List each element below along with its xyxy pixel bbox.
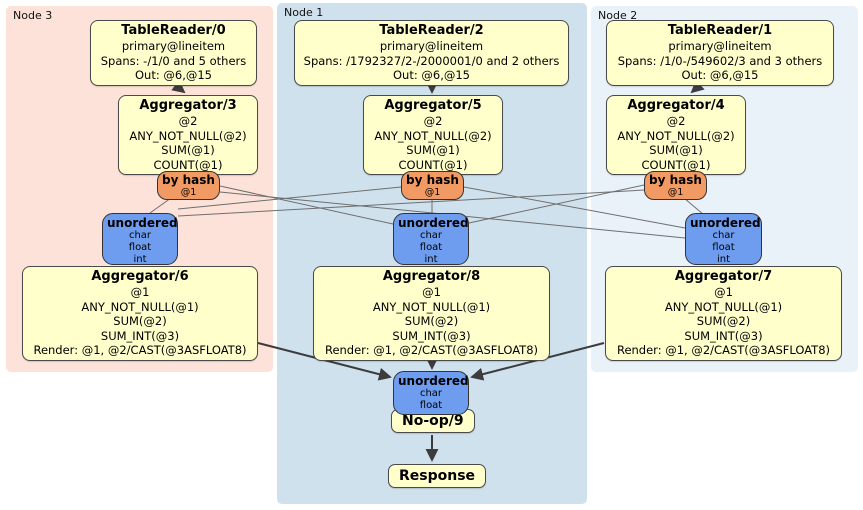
processor-title: TableReader/0	[121, 23, 226, 38]
processor-title: TableReader/2	[379, 23, 484, 38]
hash-router-node2: by hash @1	[644, 171, 707, 200]
processor-title: Aggregator/5	[384, 98, 482, 113]
processor-detail: SUM(@1)	[406, 143, 460, 157]
aggregator-7-box: Aggregator/7 @1 ANY_NOT_NULL(@1) SUM(@2)…	[605, 266, 842, 361]
hash-router-node3: by hash @1	[157, 171, 220, 200]
sync-detail: int	[133, 254, 147, 265]
router-title: by hash	[649, 173, 702, 187]
processor-detail: SUM(@2)	[113, 314, 167, 328]
table-reader-2-box: TableReader/2 primary@lineitem Spans: /1…	[294, 20, 569, 86]
processor-detail: ANY_NOT_NULL(@1)	[372, 299, 491, 314]
response-box: Response	[388, 464, 487, 488]
unordered-sync-node2: unordered char float int	[685, 213, 762, 265]
sync-detail: char	[419, 388, 443, 399]
table-reader-0-box: TableReader/0 primary@lineitem Spans: -/…	[90, 20, 257, 86]
processor-detail: SUM_INT(@3)	[684, 328, 763, 343]
router-title: by hash	[406, 173, 459, 187]
sync-title: unordered	[107, 216, 178, 230]
processor-detail: @2	[666, 114, 686, 128]
unordered-sync-final: unordered char float	[393, 371, 469, 415]
processor-detail: primary@lineitem	[121, 39, 226, 53]
node-3-label: Node 3	[13, 9, 53, 22]
processor-detail: SUM(@2)	[696, 314, 751, 328]
aggregator-5-box: Aggregator/5 @2 ANY_NOT_NULL(@2) SUM(@1)…	[363, 95, 503, 175]
sync-detail: float	[419, 242, 443, 253]
router-title: by hash	[162, 173, 215, 187]
processor-detail: Spans: -/1/0 and 5 others	[100, 53, 247, 68]
processor-detail: primary@lineitem	[379, 39, 484, 53]
sync-title: unordered	[690, 216, 761, 230]
processor-detail: Out: @6,@15	[681, 68, 759, 82]
processor-detail: Render: @1, @2/CAST(@3ASFLOAT8)	[33, 343, 247, 357]
processor-detail: Out: @6,@15	[135, 68, 212, 82]
aggregator-8-box: Aggregator/8 @1 ANY_NOT_NULL(@1) SUM(@2)…	[313, 266, 550, 361]
processor-title: Response	[399, 468, 476, 484]
processor-detail: COUNT(@1)	[153, 157, 223, 172]
node-1-label: Node 1	[284, 6, 324, 19]
processor-detail: ANY_NOT_NULL(@1)	[664, 299, 783, 314]
processor-detail: SUM_INT(@3)	[100, 328, 180, 343]
router-detail: @1	[424, 187, 441, 198]
unordered-sync-node1: unordered char float int	[393, 213, 469, 265]
processor-detail: Spans: /1792327/2-/2000001/0 and 2 other…	[303, 53, 560, 68]
processor-detail: SUM(@2)	[404, 314, 459, 328]
aggregator-6-box: Aggregator/6 @1 ANY_NOT_NULL(@1) SUM(@2)…	[22, 266, 258, 361]
sync-title: unordered	[398, 216, 469, 230]
processor-detail: @1	[714, 285, 733, 299]
processor-detail: primary@lineitem	[668, 39, 772, 53]
processor-detail: Render: @1, @2/CAST(@3ASFLOAT8)	[324, 343, 539, 357]
sync-detail: int	[424, 254, 438, 265]
processor-title: Aggregator/6	[91, 269, 189, 284]
processor-detail: SUM(@1)	[161, 143, 215, 157]
sync-detail: float	[419, 400, 443, 411]
processor-title: TableReader/1	[667, 23, 773, 38]
processor-detail: @2	[178, 114, 198, 128]
processor-detail: ANY_NOT_NULL(@2)	[374, 128, 492, 143]
processor-detail: ANY_NOT_NULL(@1)	[81, 299, 199, 314]
sync-title: unordered	[398, 374, 469, 388]
processor-detail: @2	[423, 114, 443, 128]
processor-detail: SUM(@1)	[649, 143, 703, 157]
processor-title: Aggregator/8	[382, 269, 481, 284]
sync-detail: float	[128, 242, 152, 253]
aggregator-3-box: Aggregator/3 @2 ANY_NOT_NULL(@2) SUM(@1)…	[118, 95, 258, 175]
aggregator-4-box: Aggregator/4 @2 ANY_NOT_NULL(@2) SUM(@1)…	[606, 95, 746, 175]
processor-title: Aggregator/4	[627, 98, 725, 113]
node-2-label: Node 2	[598, 9, 638, 22]
processor-detail: COUNT(@1)	[398, 157, 468, 172]
processor-detail: @1	[422, 285, 441, 299]
processor-detail: SUM_INT(@3)	[392, 328, 471, 343]
processor-detail: @1	[130, 285, 150, 299]
processor-title: Aggregator/7	[674, 269, 773, 284]
sync-detail: char	[419, 230, 443, 241]
processor-detail: Spans: /1/0-/549602/3 and 3 others	[617, 53, 823, 68]
table-reader-1-box: TableReader/1 primary@lineitem Spans: /1…	[606, 20, 834, 86]
processor-title: No-op/9	[402, 413, 464, 429]
sync-detail: char	[712, 230, 735, 241]
sync-detail: float	[712, 242, 735, 253]
processor-detail: COUNT(@1)	[641, 157, 711, 172]
processor-detail: ANY_NOT_NULL(@2)	[617, 128, 735, 143]
sync-detail: char	[128, 230, 152, 241]
sync-detail: int	[716, 254, 731, 265]
router-detail: @1	[667, 187, 684, 198]
processor-detail: ANY_NOT_NULL(@2)	[129, 128, 247, 143]
hash-router-node1: by hash @1	[401, 171, 464, 200]
router-detail: @1	[180, 187, 197, 198]
processor-detail: Render: @1, @2/CAST(@3ASFLOAT8)	[616, 343, 831, 357]
processor-detail: Out: @6,@15	[393, 68, 470, 82]
unordered-sync-node3: unordered char float int	[102, 213, 178, 265]
processor-title: Aggregator/3	[139, 98, 237, 113]
